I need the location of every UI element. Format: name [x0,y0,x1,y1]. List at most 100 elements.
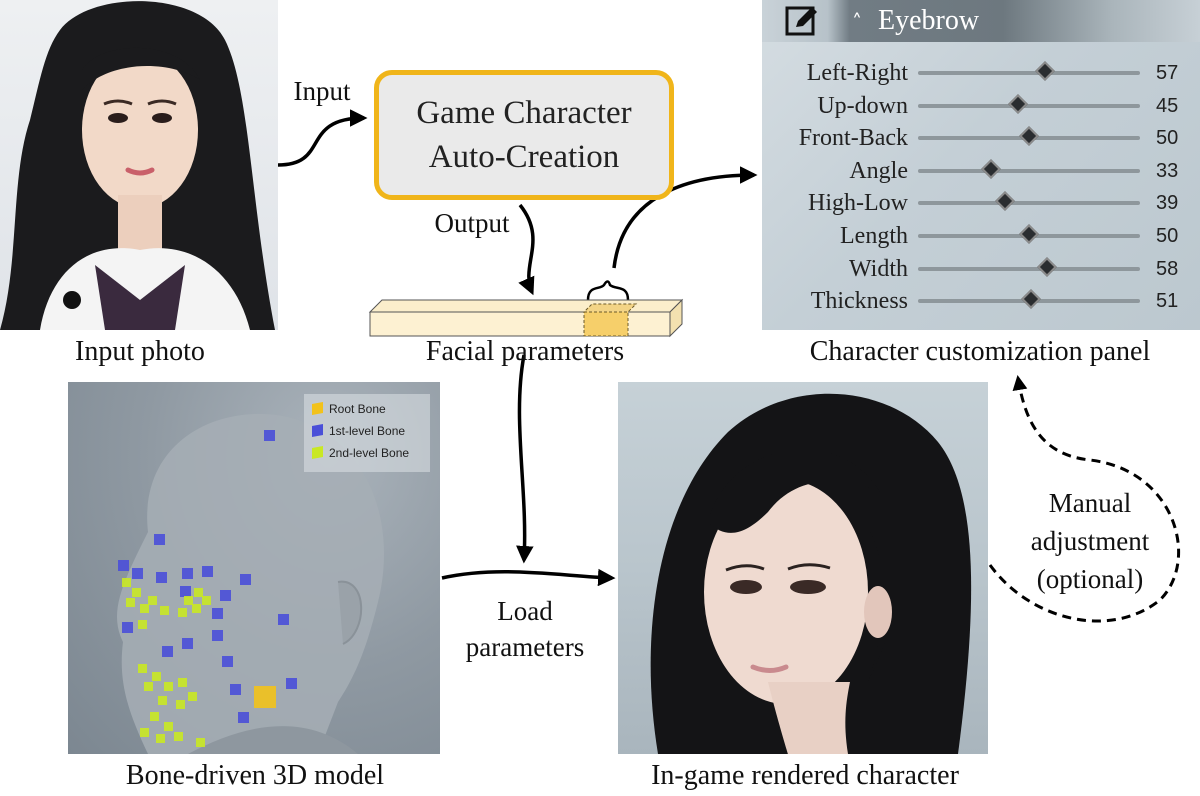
second-level-bone-cube [144,682,153,691]
second-level-bone-cube [202,596,211,605]
second-level-bone-swatch [312,446,323,459]
brace [586,280,630,301]
slider-track[interactable] [918,61,1140,81]
panel-header: ˄ Eyebrow [762,0,1200,42]
auto-creation-line1: Game Character [416,95,632,131]
load-label-line2: parameters [465,632,585,662]
panel-title: Eyebrow [878,5,980,36]
root-bone-swatch [312,402,323,415]
second-level-bone-cube [138,664,147,673]
slider-knob[interactable] [1036,256,1057,277]
manual-adjustment-arrow [988,375,1181,623]
rendered-character-caption: In-game rendered character [651,760,959,791]
second-level-bone-cube [126,598,135,607]
caret-up-icon[interactable]: ˄ [852,10,862,34]
first-level-bone-cube [132,568,143,579]
manual-label-line1: Manual [1048,488,1132,518]
slider-label: Front-Back [798,125,908,152]
slider-label: Width [848,255,908,282]
slider-track[interactable] [918,224,1140,244]
slider-row-length: Length 50 [762,220,1200,252]
slider-row-up-down: Up-down 45 [762,90,1200,122]
second-level-bone-cube [194,588,203,597]
slider-value: 45 [1156,94,1179,117]
second-level-bone-cube [148,596,157,605]
first-level-bone-cube [118,560,129,571]
second-level-bone-cube [122,578,131,587]
slider-track[interactable] [918,191,1140,212]
first-level-bone-cube [202,566,213,577]
slider-label: Angle [849,157,908,184]
slider-knob[interactable] [1019,224,1039,244]
portrait-image [0,1,275,330]
first-level-bone-cube [182,638,193,649]
second-level-bone-cube [156,734,165,743]
second-level-bone-cube [196,738,205,747]
slider-track[interactable] [918,289,1140,310]
second-level-bone-cube [140,604,149,613]
slider-knob[interactable] [1019,126,1039,147]
slider-label: Up-down [817,92,908,119]
legend-root-bone: Root Bone [312,400,386,418]
first-level-bone-cube [182,568,193,579]
input-photo [0,0,278,330]
facial-parameters-caption: Facial parameters [425,336,625,367]
slider-track[interactable] [918,256,1140,277]
legend-first-level-bone: 1st-level Bone [312,422,405,440]
output-label: Output [434,208,510,238]
slider-knob[interactable] [981,158,1002,179]
load-label-line1: Load [497,596,553,626]
second-level-bone-cube [192,604,201,613]
facial-parameters-bar [368,298,684,338]
slider-track[interactable] [918,93,1140,114]
first-level-bone-cube [264,430,275,441]
first-level-bone-swatch [312,424,323,437]
second-level-bone-cube [132,588,141,597]
slider-label: High-Low [808,190,908,217]
slider-knob[interactable] [1021,289,1042,310]
manual-label-line3: (optional) [1036,564,1144,594]
input-label: Input [293,76,351,106]
second-level-bone-cube [164,722,173,731]
slider-track[interactable] [918,126,1140,147]
slider-knob[interactable] [1007,93,1028,114]
bone-cubes [118,430,297,747]
first-level-bone-cube [238,712,249,723]
slider-value: 50 [1156,225,1179,247]
second-level-bone-cube [138,620,147,629]
slider-value: 33 [1156,159,1179,182]
manual-label-line2: adjustment [1030,526,1150,556]
pencil-edit-icon[interactable] [784,4,820,38]
root-bone-cube [254,686,276,708]
slider-track[interactable] [918,158,1140,179]
down-arrow [516,354,534,564]
slider-label: Length [840,223,908,249]
input-arrow [277,109,368,167]
second-level-bone-cube [164,682,173,691]
first-level-bone-cube [230,684,241,695]
second-level-bone-cube [174,732,183,741]
first-level-bone-cube [212,630,223,641]
slider-value: 50 [1156,127,1179,150]
legend-second-level-bone: 2nd-level Bone [312,444,409,462]
slider-label: Thickness [810,288,908,315]
auto-creation-line2: Auto-Creation [428,139,620,175]
slider-value: 58 [1156,257,1179,280]
slider-knob[interactable] [1034,61,1055,81]
output-arrow [518,203,535,296]
slider-knob[interactable] [994,191,1015,212]
first-level-bone-cube [212,608,223,619]
second-level-bone-cube [140,728,149,737]
slider-row-front-back: Front-Back 50 [762,122,1200,154]
slider-row-angle: Angle 33 [762,155,1200,187]
second-level-bone-cube [160,606,169,615]
second-level-bone-cube [178,608,187,617]
slider-row-width: Width 58 [762,253,1200,285]
second-level-bone-cube [158,696,167,705]
bone-model-image: Root Bone 1st-level Bone 2nd-level Bone [68,382,440,754]
input-photo-caption: Input photo [75,336,205,367]
